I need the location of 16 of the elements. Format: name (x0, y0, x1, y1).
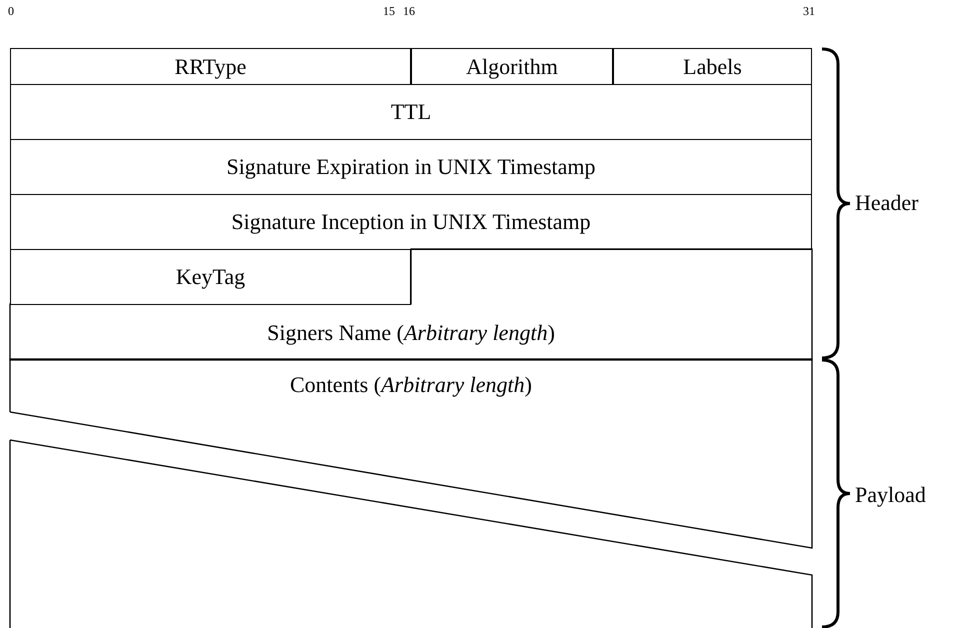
bit-number: 0 (8, 4, 14, 19)
bit-number: 16 (403, 4, 415, 19)
packet-field: Signature Inception in UNIX Timestamp (10, 194, 812, 250)
bit-number: 15 (383, 4, 395, 19)
field-label: Signers Name (Arbitrary length) (267, 320, 555, 346)
packet-field: KeyTag (10, 249, 411, 305)
packet-field: TTL (10, 84, 812, 140)
packet-field: Signature Expiration in UNIX Timestamp (10, 139, 812, 195)
brace-label: Header (855, 190, 919, 216)
packet-field: Labels (613, 48, 812, 85)
packet-field: Algorithm (411, 48, 613, 85)
brace-label: Payload (855, 482, 926, 508)
field-label: Contents (Arbitrary length) (290, 372, 532, 398)
broken-packet-field (10, 359, 812, 628)
packet-field: RRType (10, 48, 411, 85)
bit-number: 31 (803, 4, 815, 19)
